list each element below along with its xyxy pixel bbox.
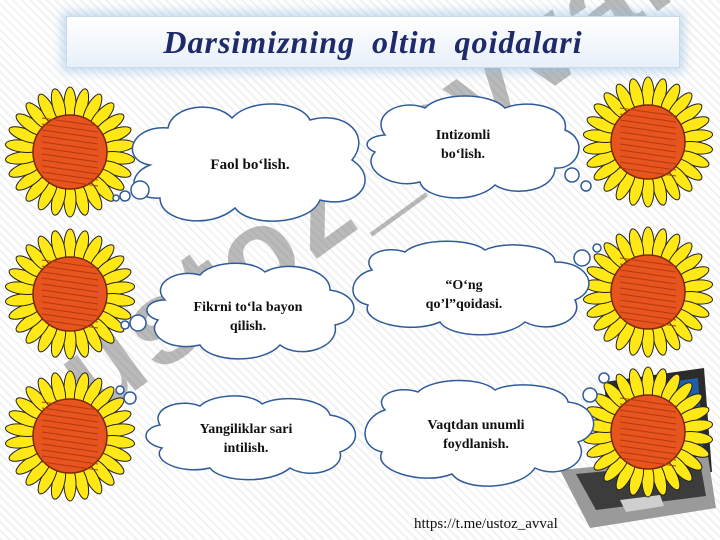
thought-cloud-icon — [115, 385, 357, 481]
thought-cloud-icon — [120, 262, 355, 360]
rule-text: Faol bo‘lish. — [210, 157, 290, 173]
sunflower-icon — [4, 228, 136, 360]
rule-text: Vaqtdan unumli foydlanish. — [427, 418, 525, 452]
rule-text: Fikrni to‘la bayon qilish. — [193, 300, 303, 334]
footer-link[interactable]: https://t.me/ustoz_avval — [414, 516, 558, 532]
sunflower-icon — [582, 76, 714, 208]
thought-cloud-icon — [364, 372, 610, 487]
sunflower-icon — [582, 366, 714, 498]
rule-text: Yangiliklar sari intilish. — [199, 422, 293, 456]
thought-cloud-icon — [112, 103, 366, 222]
thought-cloud-icon — [352, 240, 602, 336]
rule-text: Intizomli bo‘lish. — [435, 128, 491, 162]
thought-cloud-icon — [366, 95, 592, 199]
sunflower-icon — [4, 370, 136, 502]
page-title: Darsimizning oltin qoidalari — [163, 24, 583, 60]
rule-text: “O‘ng qo’l”qoidasi. — [425, 278, 503, 312]
sunflower-icon — [582, 226, 714, 358]
sunflower-icon — [4, 86, 136, 218]
title-bar: Darsimizning oltin qoidalari — [66, 16, 680, 68]
